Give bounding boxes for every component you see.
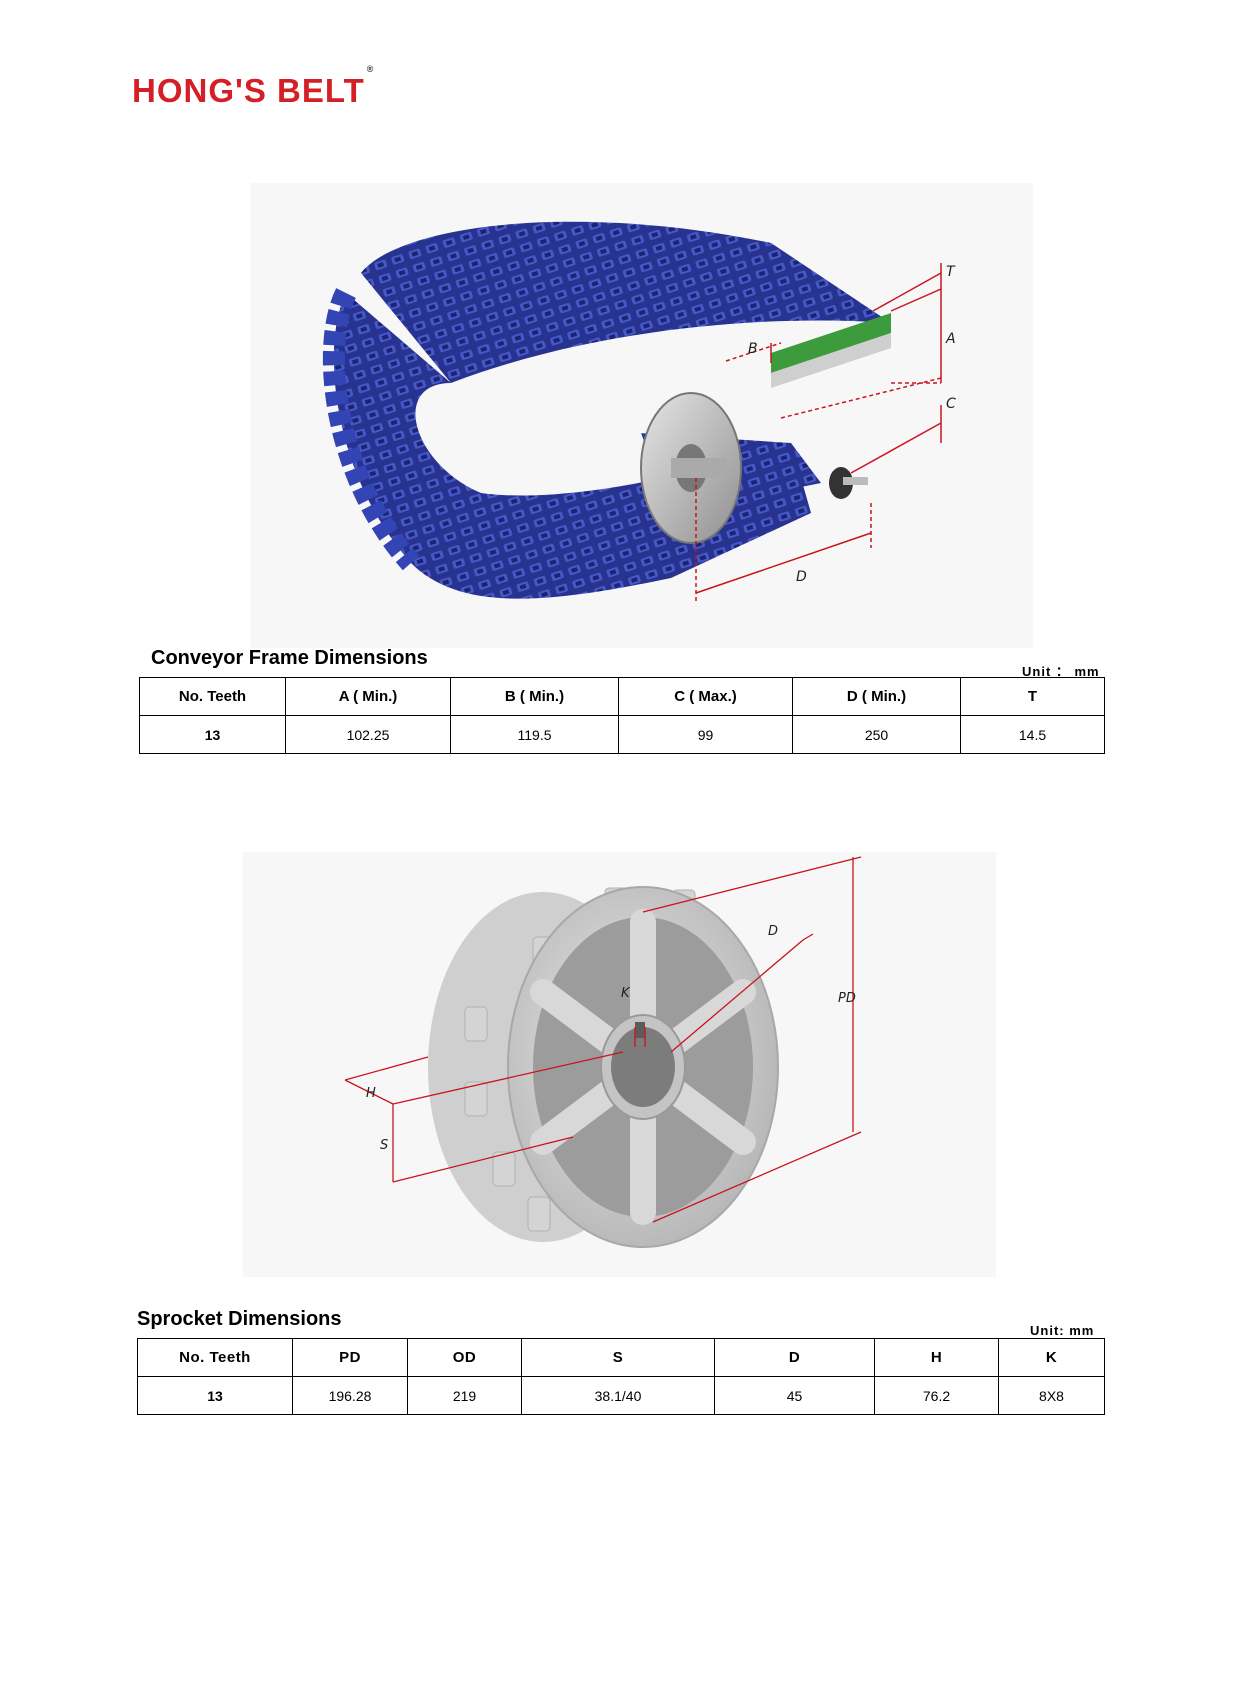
- table-cell: 219: [407, 1376, 522, 1415]
- conveyor-frame-title: Conveyor Frame Dimensions: [151, 647, 428, 669]
- header-cell: D: [714, 1338, 875, 1377]
- header-cell: C ( Max.): [618, 677, 793, 716]
- header-cell: S: [521, 1338, 715, 1377]
- conveyor-belt-illustration: T A B C D: [251, 183, 1033, 648]
- table-cell: 45: [714, 1376, 875, 1415]
- table-cell: 119.5: [450, 715, 619, 754]
- table-cell: 76.2: [874, 1376, 999, 1415]
- label-d: D: [768, 924, 778, 939]
- label-b: B: [748, 341, 758, 357]
- header-cell: B ( Min.): [450, 677, 619, 716]
- header-cell: No. Teeth: [137, 1338, 293, 1377]
- label-d: D: [796, 569, 807, 585]
- table-cell: 250: [792, 715, 961, 754]
- table-header-row: No. Teeth PD OD S D H K: [137, 1338, 1105, 1377]
- table-cell: 102.25: [285, 715, 451, 754]
- conveyor-frame-unit: Unit ： mm: [1022, 664, 1100, 679]
- label-h: H: [366, 1086, 376, 1101]
- sprocket-illustration: D K PD H S: [243, 852, 996, 1277]
- label-a: A: [945, 331, 956, 347]
- sprocket-unit: Unit: mm: [1030, 1323, 1095, 1338]
- header-cell: D ( Min.): [792, 677, 961, 716]
- label-pd: PD: [838, 991, 856, 1006]
- brand-logo: HONG'S BELT®: [132, 64, 374, 108]
- brand-logo-text: HONG'S BELT: [132, 72, 365, 109]
- header-cell: OD: [407, 1338, 522, 1377]
- label-k: K: [621, 986, 631, 1001]
- table-cell: 13: [137, 1376, 293, 1415]
- sprocket-title: Sprocket Dimensions: [137, 1308, 342, 1330]
- header-cell: PD: [292, 1338, 408, 1377]
- header-cell: T: [960, 677, 1105, 716]
- table-cell: 196.28: [292, 1376, 408, 1415]
- label-c: C: [946, 396, 956, 412]
- registered-mark: ®: [366, 64, 375, 74]
- table-cell: 13: [139, 715, 286, 754]
- table-header-row: No. Teeth A ( Min.) B ( Min.) C ( Max.) …: [139, 677, 1105, 716]
- table-row: 13 196.28 219 38.1/40 45 76.2 8X8: [137, 1376, 1105, 1415]
- header-cell: A ( Min.): [285, 677, 451, 716]
- sprocket-table: No. Teeth PD OD S D H K 13 196.28 219 38…: [137, 1338, 1105, 1415]
- table-cell: 8X8: [998, 1376, 1105, 1415]
- header-cell: No. Teeth: [139, 677, 286, 716]
- header-cell: H: [874, 1338, 999, 1377]
- label-s: S: [380, 1138, 388, 1153]
- conveyor-frame-table: No. Teeth A ( Min.) B ( Min.) C ( Max.) …: [139, 677, 1105, 754]
- table-cell: 99: [618, 715, 793, 754]
- table-cell: 38.1/40: [521, 1376, 715, 1415]
- table-row: 13 102.25 119.5 99 250 14.5: [139, 715, 1105, 754]
- header-cell: K: [998, 1338, 1105, 1377]
- label-t: T: [946, 264, 956, 280]
- table-cell: 14.5: [960, 715, 1105, 754]
